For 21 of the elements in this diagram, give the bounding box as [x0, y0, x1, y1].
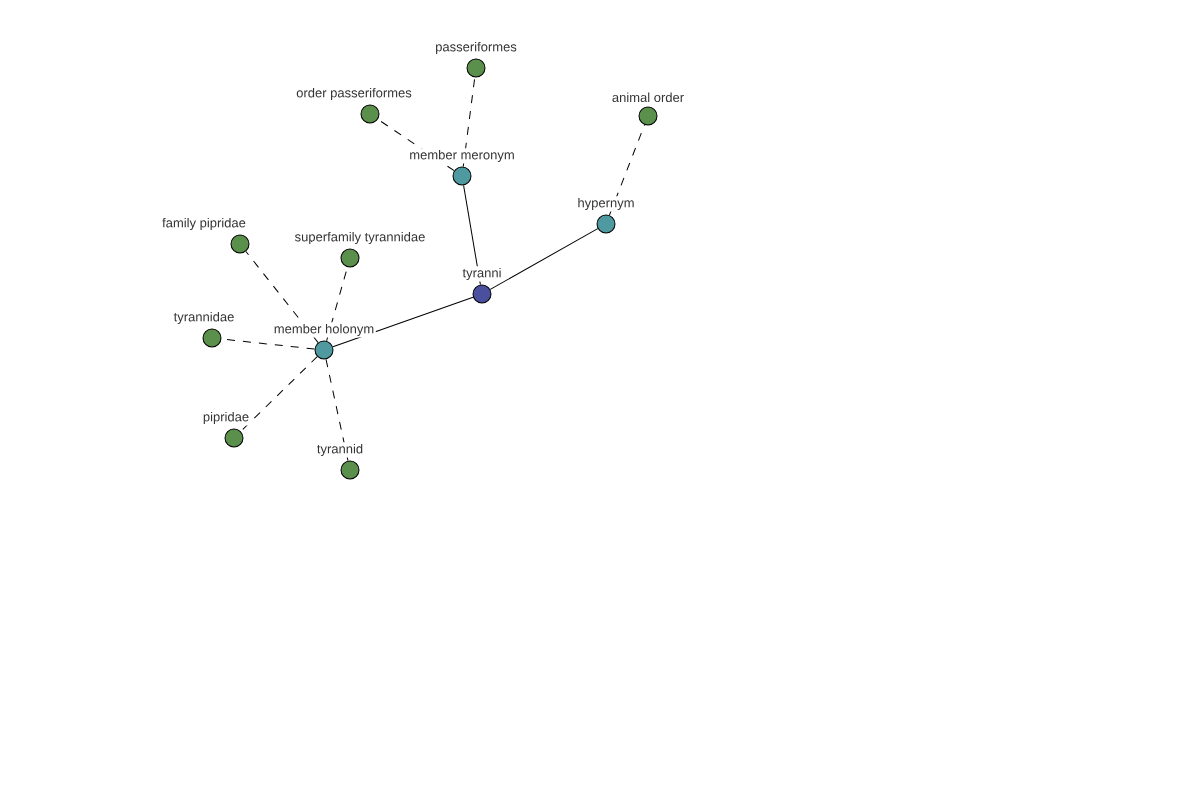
graph-node	[340, 248, 360, 268]
graph-node	[472, 284, 492, 304]
connector	[463, 184, 481, 286]
graph-node	[360, 104, 380, 124]
connector	[240, 356, 318, 432]
graph-node	[638, 106, 658, 126]
graph-node	[314, 340, 334, 360]
connector	[325, 358, 349, 462]
connector	[608, 124, 646, 216]
graph-node	[230, 234, 250, 254]
connector	[462, 76, 476, 168]
graph-node	[224, 428, 244, 448]
connector	[489, 228, 599, 290]
connector	[245, 250, 319, 344]
graph-node	[466, 58, 486, 78]
graph-node	[202, 328, 222, 348]
graph-node	[452, 166, 472, 186]
graph-node	[596, 214, 616, 234]
connector	[332, 296, 474, 348]
connector	[326, 266, 348, 342]
graph-node	[340, 460, 360, 480]
